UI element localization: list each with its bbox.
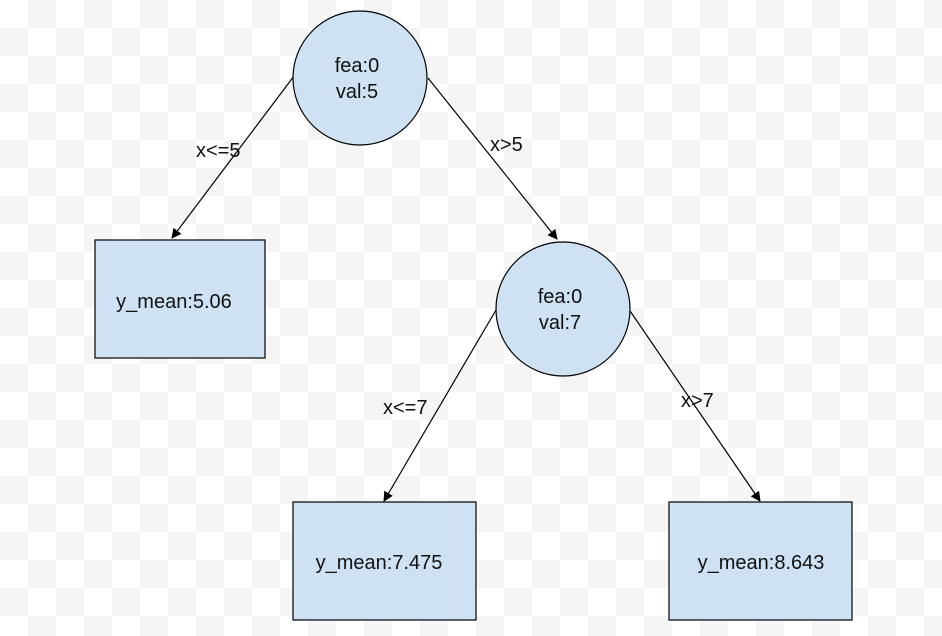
edge-right-node-to-right-leaf (627, 307, 761, 502)
edge-root-to-right-node (427, 77, 558, 240)
root-node-value: val:5 (336, 81, 378, 103)
edge-label-right-node-left: x<=7 (383, 397, 427, 419)
edge-label-right-node-right: x>7 (681, 390, 714, 412)
left-leaf-node: y_mean:5.06 (94, 239, 266, 359)
middle-leaf-node: y_mean:7.475 (292, 501, 477, 621)
middle-leaf-label: y_mean:7.475 (316, 552, 443, 574)
edge-root-to-left-leaf (171, 75, 295, 239)
right-node-value: val:7 (539, 312, 581, 334)
right-node-feature: fea:0 (538, 286, 582, 308)
edge-label-root-right: x>5 (490, 134, 523, 156)
right-leaf-label: y_mean:8.643 (698, 552, 825, 574)
root-node: fea:0 val:5 (292, 10, 428, 146)
edge-right-node-to-middle-leaf (383, 309, 497, 502)
left-leaf-label: y_mean:5.06 (116, 291, 232, 313)
right-internal-node: fea:0 val:7 (495, 241, 631, 377)
edge-label-root-left: x<=5 (196, 140, 240, 162)
root-node-feature: fea:0 (335, 55, 379, 77)
right-leaf-node: y_mean:8.643 (668, 501, 853, 621)
